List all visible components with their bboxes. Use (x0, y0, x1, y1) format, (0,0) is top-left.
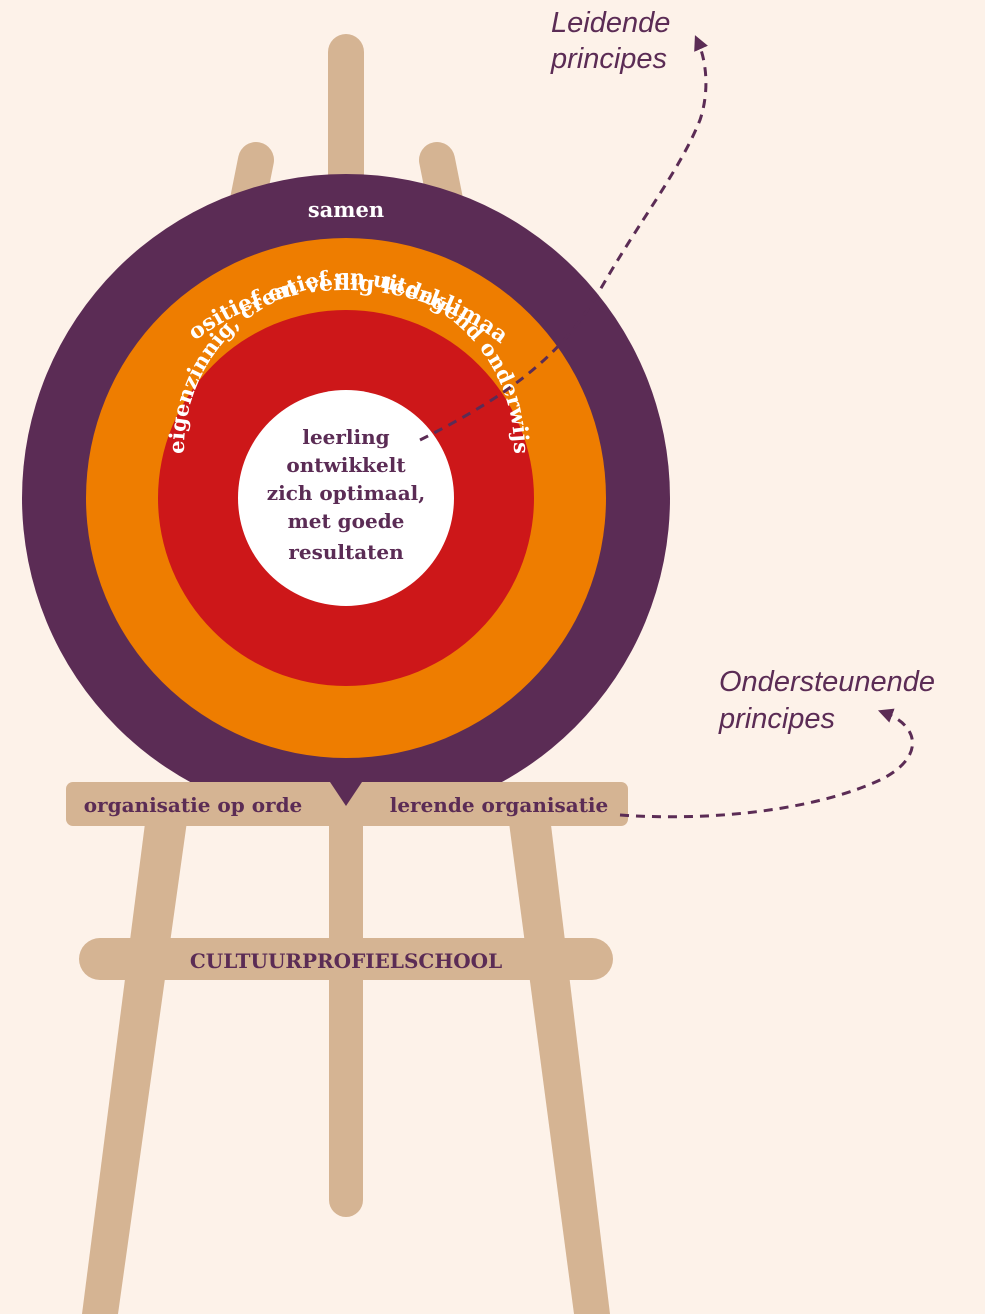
center-line-4: met goede (288, 509, 405, 533)
supporting-principles-line-2: principes (718, 703, 835, 735)
crossbar-board (79, 938, 613, 980)
supporting-principles-line-1: Ondersteunende (719, 666, 935, 698)
center-line-1: leerling (302, 425, 389, 449)
shelf-left-label: organisatie op orde (84, 793, 303, 817)
shelf-right-label: lerende organisatie (390, 793, 609, 817)
easel-frame (82, 34, 610, 1314)
center-line-2: ontwikkelt (286, 453, 406, 477)
easel-shelf: organisatie op orde lerende organisatie (66, 782, 628, 826)
crossbar-label: CULTUURPROFIELSCHOOL (190, 949, 502, 973)
center-line-5: resultaten (288, 540, 404, 564)
center-line-3: zich optimaal, (267, 481, 425, 505)
easel-crossbar: CULTUURPROFIELSCHOOL (79, 938, 613, 980)
easel-leg-left-bottom (82, 800, 190, 1314)
supporting-principles-arrow (619, 708, 914, 819)
ring-center (238, 390, 454, 606)
leading-principles-line-2: principes (550, 43, 667, 75)
leading-principles-line-1: Leidende (551, 7, 670, 39)
leading-principles-arrow (419, 35, 708, 442)
shelf-notch (330, 782, 362, 806)
ring-outer-label: samen (308, 197, 384, 222)
easel-leg-right-bottom (506, 800, 610, 1314)
